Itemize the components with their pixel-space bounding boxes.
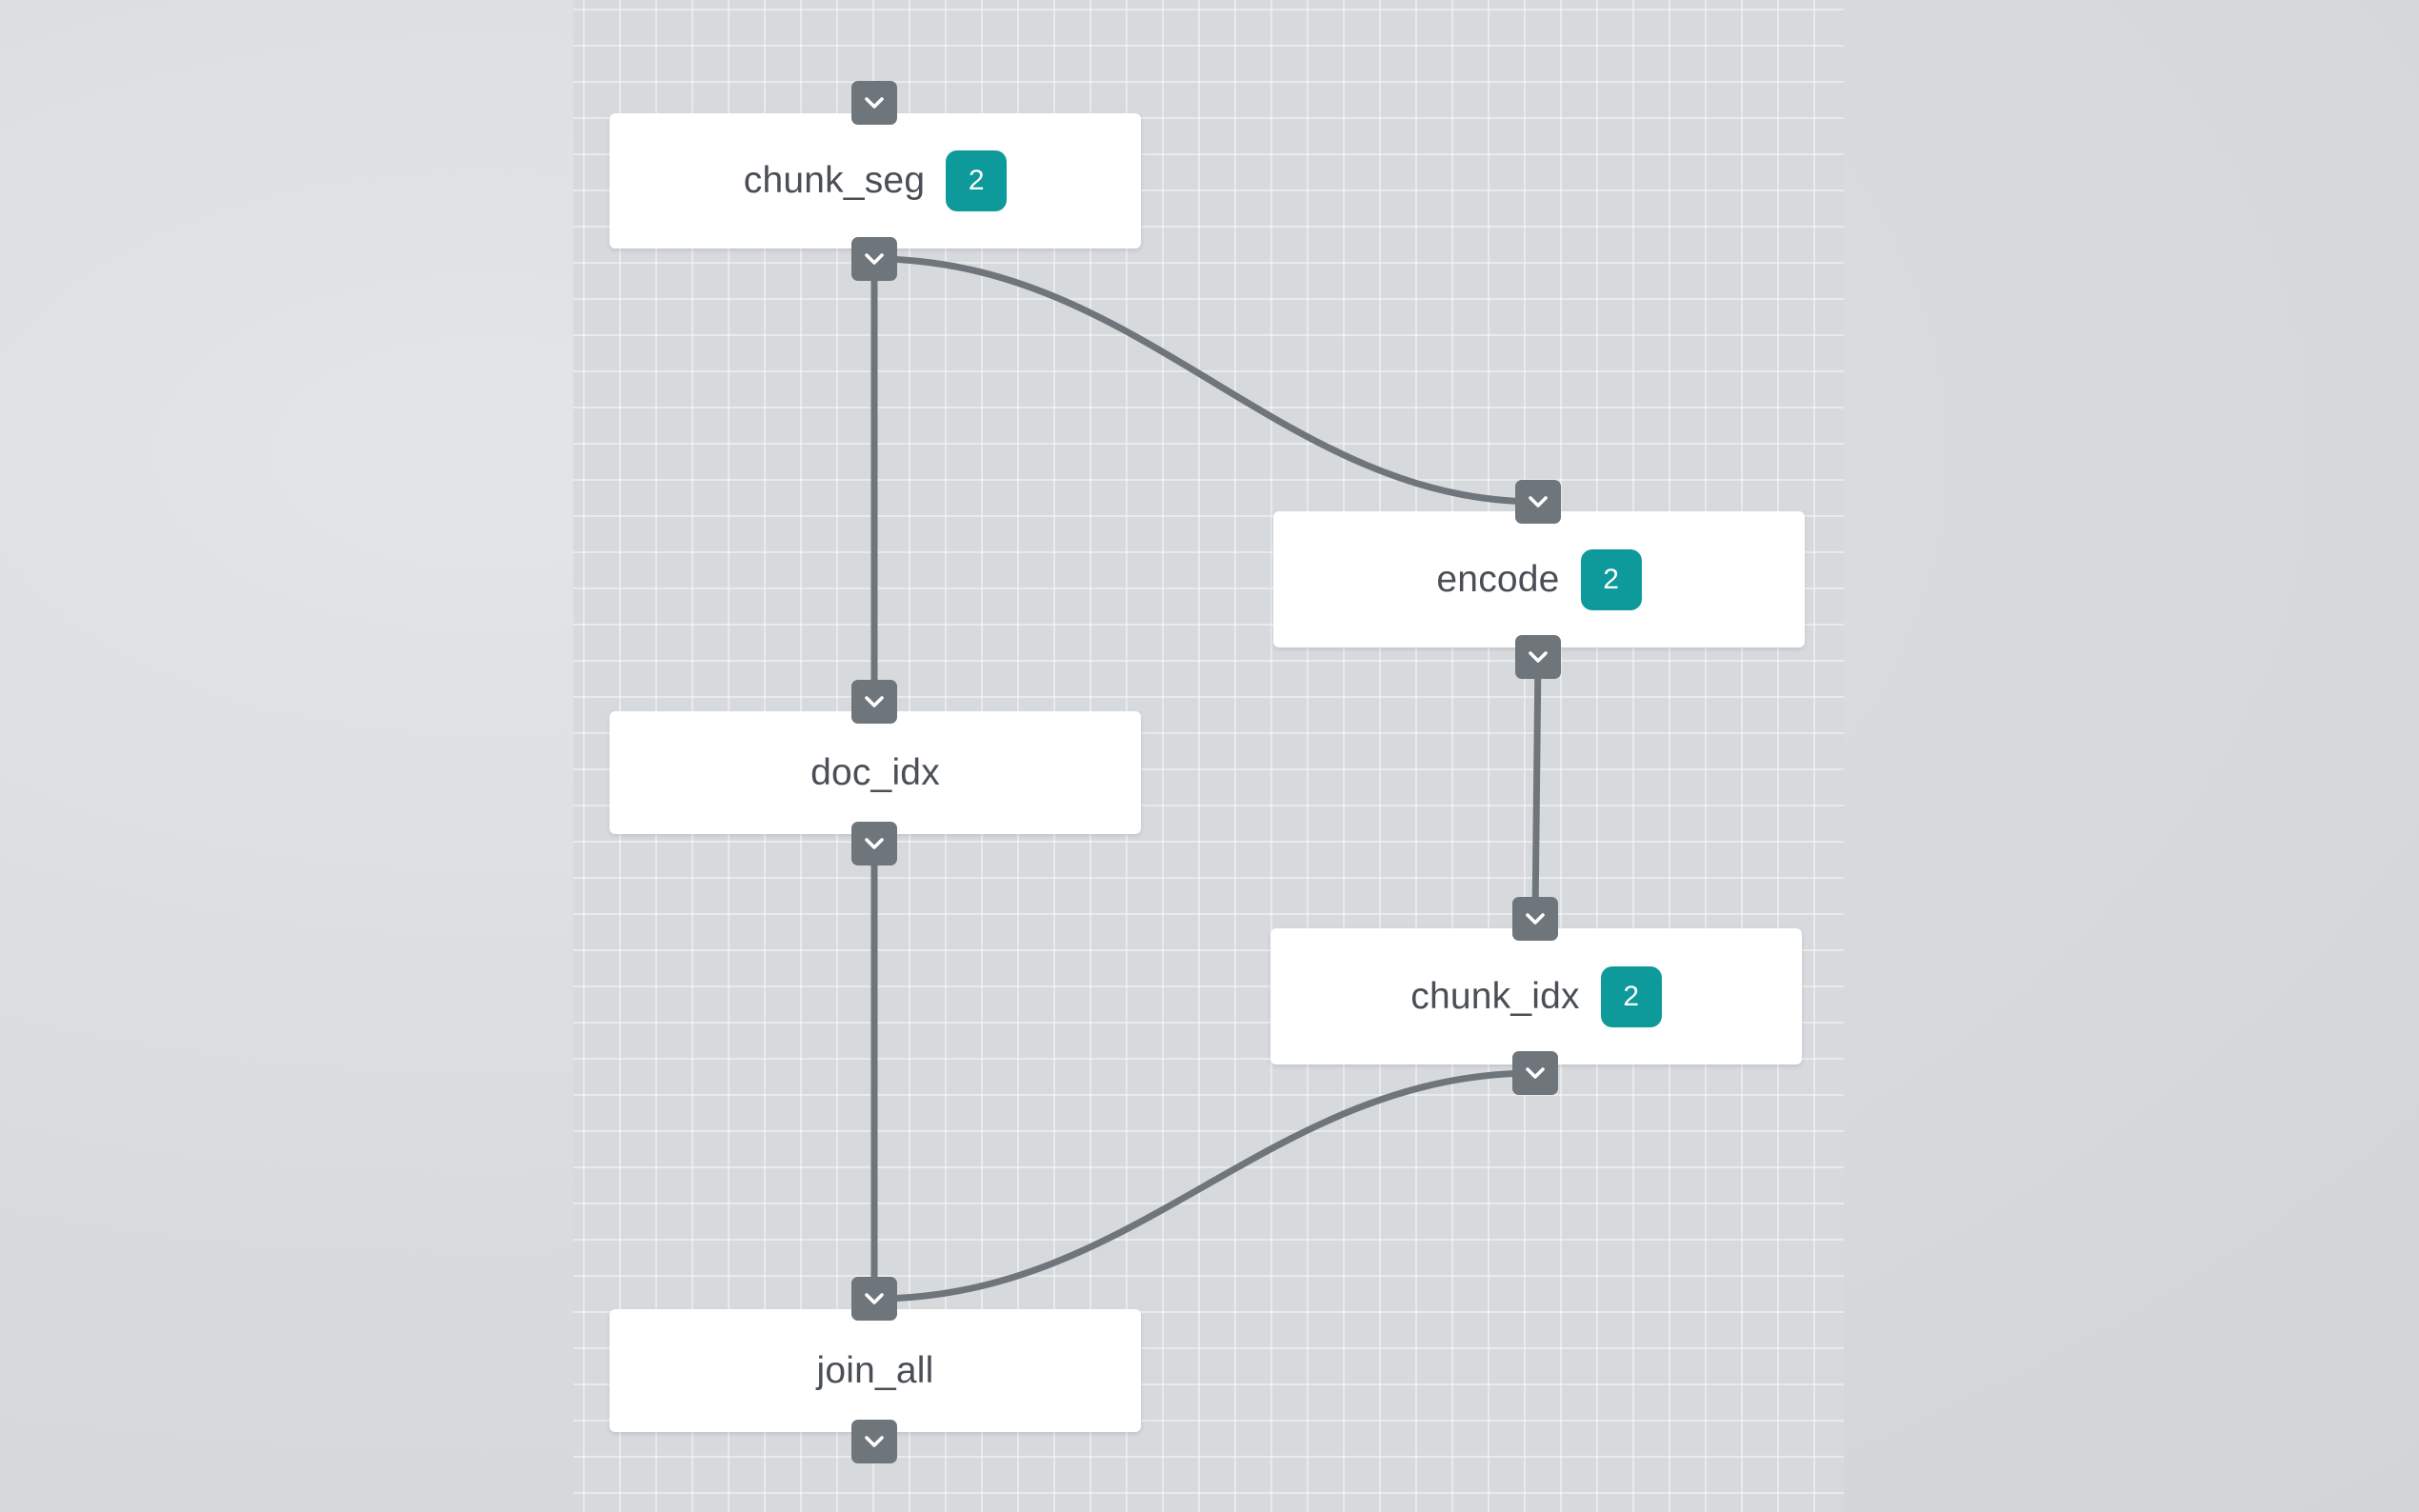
input-port-doc_idx[interactable]	[851, 680, 897, 724]
chevron-down-icon	[865, 253, 884, 265]
node-chunk_seg[interactable]: chunk_seg 2	[610, 113, 1141, 249]
chevron-down-icon	[1529, 496, 1548, 507]
input-port-encode[interactable]	[1515, 480, 1561, 524]
node-label: chunk_seg	[743, 160, 926, 201]
node-label: doc_idx	[810, 751, 940, 793]
output-port-encode[interactable]	[1515, 635, 1561, 679]
node-encode[interactable]: encode 2	[1273, 511, 1805, 647]
output-port-chunk_seg[interactable]	[851, 237, 897, 281]
chevron-down-icon	[865, 696, 884, 707]
node-label: join_all	[816, 1349, 934, 1391]
node-label: chunk_idx	[1410, 975, 1580, 1017]
node-chunk_idx[interactable]: chunk_idx 2	[1270, 928, 1802, 1064]
input-port-join_all[interactable]	[851, 1277, 897, 1321]
node-badge: 2	[1600, 965, 1662, 1027]
chevron-down-icon	[1529, 651, 1548, 663]
chevron-down-icon	[865, 97, 884, 109]
output-port-join_all[interactable]	[851, 1420, 897, 1463]
chevron-down-icon	[865, 1436, 884, 1447]
chevron-down-icon	[1526, 1067, 1545, 1079]
node-join_all[interactable]: join_all	[610, 1309, 1141, 1432]
chevron-down-icon	[1526, 913, 1545, 925]
node-badge: 2	[946, 150, 1008, 211]
chevron-down-icon	[865, 838, 884, 849]
node-label: encode	[1436, 558, 1560, 600]
input-port-chunk_idx[interactable]	[1512, 897, 1558, 941]
output-port-chunk_idx[interactable]	[1512, 1051, 1558, 1095]
pipeline-canvas[interactable]	[573, 0, 1844, 1512]
node-doc_idx[interactable]: doc_idx	[610, 711, 1141, 834]
chevron-down-icon	[865, 1293, 884, 1304]
node-badge: 2	[1580, 548, 1642, 610]
input-port-chunk_seg[interactable]	[851, 81, 897, 125]
output-port-doc_idx[interactable]	[851, 822, 897, 865]
